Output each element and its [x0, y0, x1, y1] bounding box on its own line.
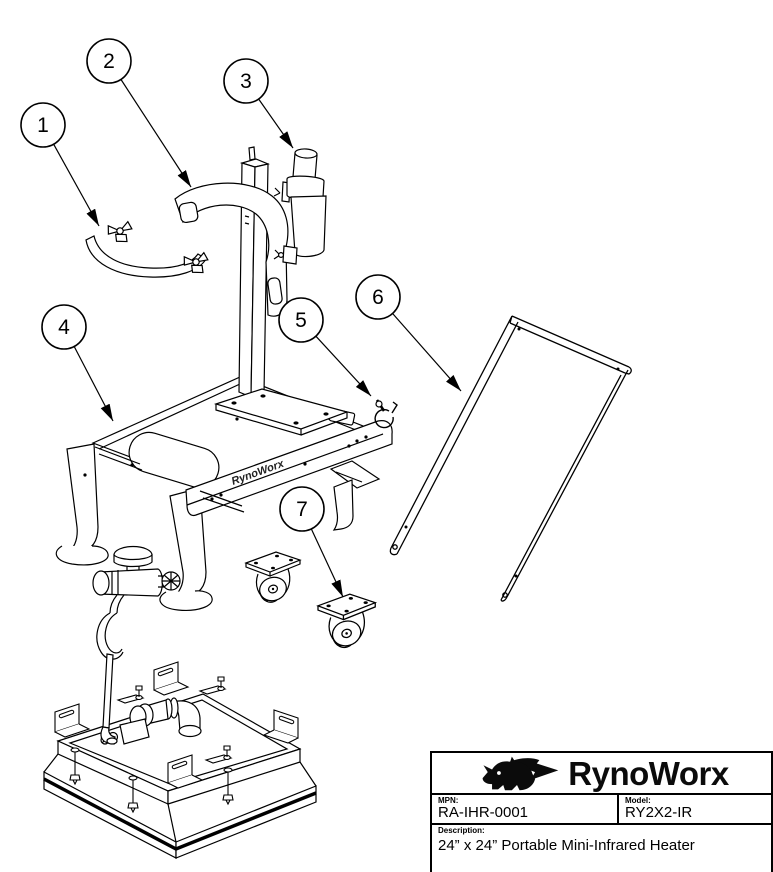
- svg-text:3: 3: [240, 70, 252, 93]
- leader-line-5: [315, 335, 372, 397]
- description-value: 24” x 24” Portable Mini-Infrared Heater: [438, 837, 695, 854]
- leader-line-1: [53, 144, 100, 227]
- leader-line-2: [120, 79, 192, 188]
- callout-balloon-2: 2: [86, 38, 132, 84]
- mpn-cell: MPN: RA-IHR-0001: [432, 795, 617, 823]
- callout-balloon-6: 6: [355, 274, 401, 320]
- part-1-band-clamp: [85, 220, 209, 278]
- part-2-support-post-bracket: [174, 146, 349, 436]
- svg-text:4: 4: [58, 316, 70, 339]
- mpn-value: RA-IHR-0001: [438, 804, 529, 821]
- callout-balloon-1: 1: [20, 102, 66, 148]
- model-value: RY2X2-IR: [625, 804, 693, 821]
- leader-lines: [53, 79, 462, 598]
- title-block: RynoWorx MPN: RA-IHR-0001 Model: RY2X2-I…: [430, 751, 773, 872]
- model-label: Model:: [625, 796, 651, 805]
- part-5-hitch-pin-clip: [374, 399, 398, 429]
- svg-text:1: 1: [37, 114, 49, 137]
- part-3-cylinder-holder: [273, 148, 327, 265]
- callout-balloon-3: 3: [223, 58, 269, 104]
- leader-line-6: [392, 313, 462, 392]
- part-number-row: MPN: RA-IHR-0001 Model: RY2X2-IR: [432, 795, 771, 825]
- callout-balloon-5: 5: [278, 297, 324, 343]
- leader-line-7: [310, 528, 344, 598]
- part-7-casters: [245, 551, 376, 651]
- regulator-valve-assembly: [92, 545, 181, 745]
- model-cell: Model: RY2X2-IR: [617, 795, 771, 823]
- svg-text:7: 7: [296, 498, 308, 521]
- heater-base-assembly: [43, 545, 317, 859]
- svg-text:5: 5: [295, 309, 307, 332]
- brand-logo-row: RynoWorx: [432, 753, 771, 795]
- leader-line-3: [258, 98, 294, 149]
- leader-line-4: [73, 346, 114, 422]
- callout-balloons: 1 2 3 4 5 6 7: [20, 38, 401, 532]
- svg-text:6: 6: [372, 286, 384, 309]
- rynoworx-rhino-icon: [482, 756, 559, 791]
- mpn-label: MPN:: [438, 796, 459, 805]
- callout-balloon-4: 4: [41, 304, 87, 350]
- svg-text:2: 2: [103, 50, 115, 73]
- callout-balloon-7: 7: [279, 486, 325, 532]
- description-label: Description:: [438, 826, 485, 835]
- part-6-handle-frame: [389, 315, 632, 602]
- brand-name: RynoWorx: [568, 754, 729, 792]
- description-row: Description: 24” x 24” Portable Mini-Inf…: [432, 825, 771, 854]
